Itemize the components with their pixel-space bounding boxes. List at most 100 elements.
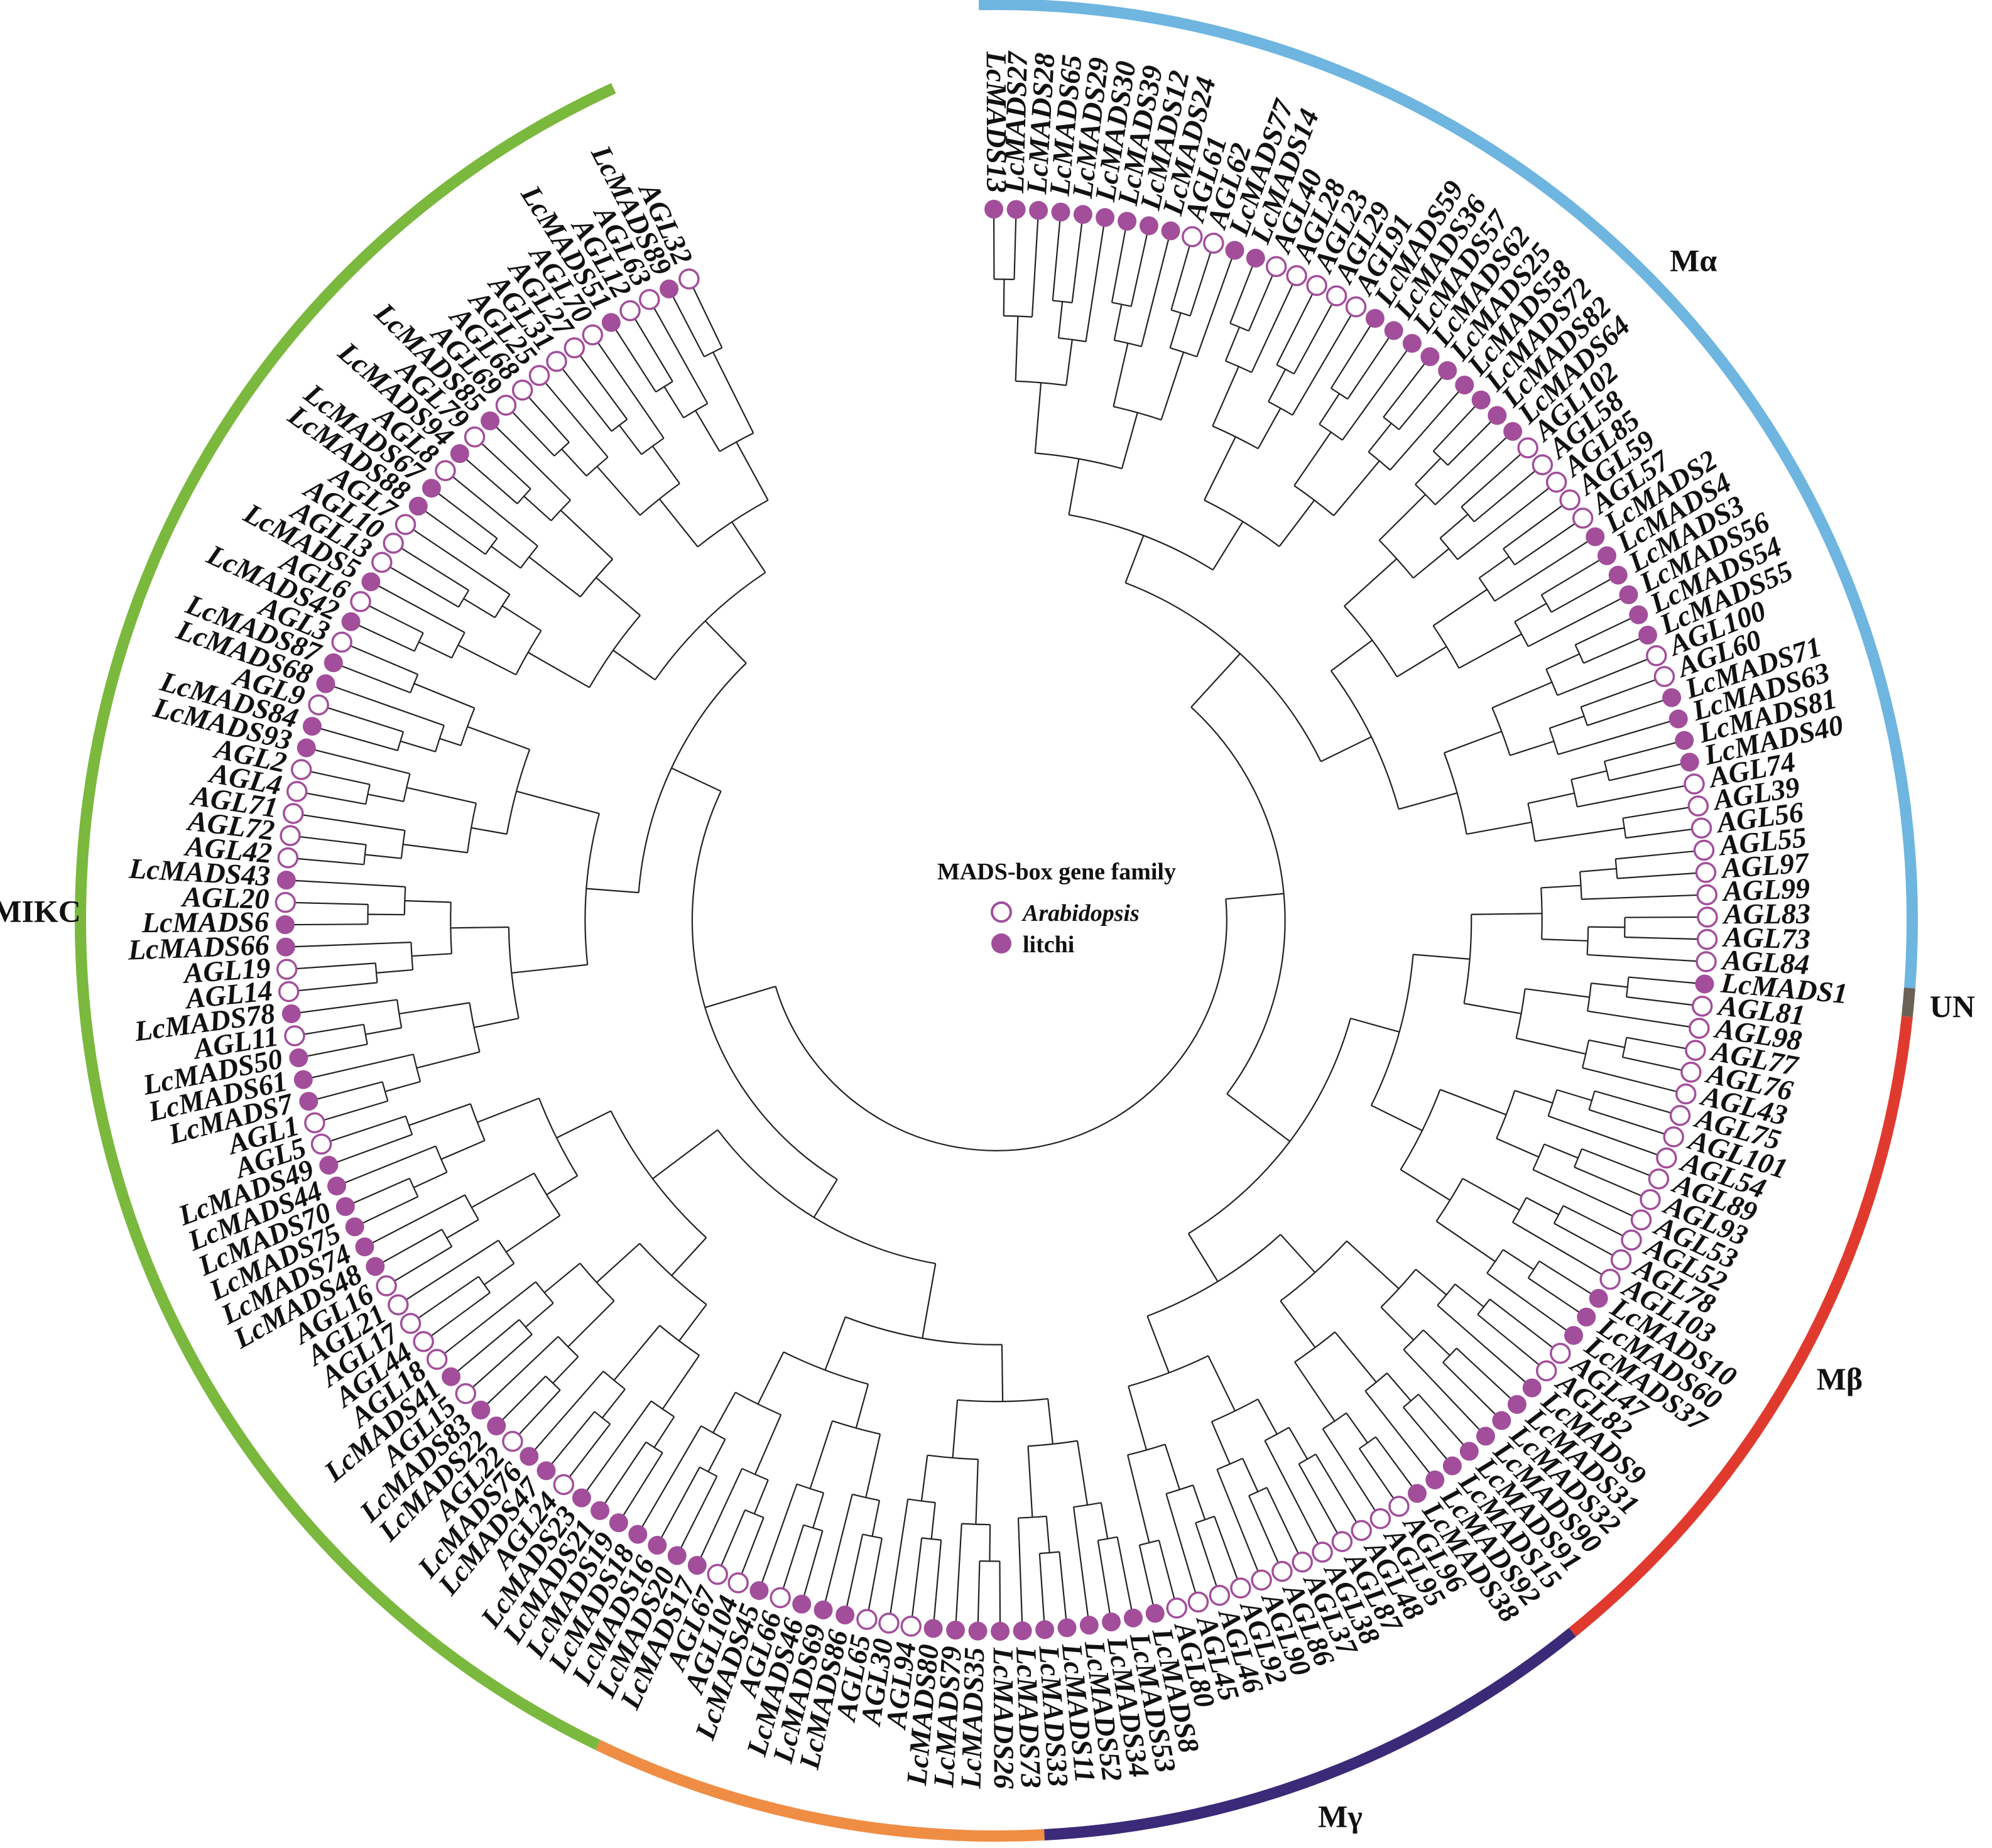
branch-radial — [399, 1002, 470, 1015]
leaf-marker — [1619, 585, 1638, 604]
branch-radial — [1626, 1036, 1687, 1050]
branch-radial — [294, 923, 368, 926]
branch-radial — [1514, 1090, 1554, 1104]
branch-radial — [1628, 976, 1696, 984]
branch-radial — [1368, 423, 1392, 453]
branch-radial — [561, 448, 587, 477]
branch-radial — [1390, 391, 1459, 470]
branch-radial — [408, 1103, 471, 1126]
branch-arc — [498, 1240, 515, 1264]
branch-radial — [440, 1139, 486, 1160]
branch-radial — [1013, 218, 1017, 280]
branch-radial — [1380, 1307, 1415, 1340]
branch-radial — [1280, 1300, 1316, 1348]
branch-radial — [741, 1517, 765, 1575]
branch-arc — [1364, 1372, 1388, 1392]
branch-radial — [567, 1300, 615, 1347]
leaf-marker — [1586, 527, 1605, 546]
branch-radial — [400, 740, 436, 753]
branch-arc — [1127, 1443, 1165, 1456]
branch-radial — [1226, 893, 1284, 900]
branch-radial — [1226, 1093, 1291, 1142]
branch-radial — [1477, 1313, 1540, 1366]
branch-radial — [1398, 377, 1443, 430]
branch-arc — [1147, 1234, 1282, 1317]
branch-radial — [1528, 792, 1575, 805]
branch-radial — [1543, 1143, 1579, 1159]
branch-radial — [653, 307, 709, 405]
leaf-marker — [678, 268, 700, 290]
branch-arc — [450, 902, 453, 954]
branch-radial — [1111, 229, 1126, 303]
branch-radial — [1276, 293, 1314, 366]
branch-arc — [585, 456, 609, 477]
branch-radial — [652, 1129, 719, 1180]
branch-radial — [1264, 1440, 1319, 1545]
leaf-marker — [1656, 1147, 1677, 1169]
leaf-label: LcMADS13 — [981, 51, 1013, 193]
branch-radial — [298, 835, 366, 845]
branch-radial — [1588, 1039, 1625, 1048]
branch-radial — [372, 1194, 465, 1244]
branch-arc — [775, 899, 1227, 1151]
leaf-marker — [1589, 1288, 1608, 1308]
clade-arc-m-gamma — [1043, 1628, 1576, 1840]
leaf-marker — [1695, 974, 1714, 994]
branch-radial — [523, 496, 552, 521]
branch-radial — [1204, 436, 1236, 501]
branch-radial — [1503, 504, 1564, 550]
leaf-marker — [1139, 216, 1158, 236]
legend-label-litchi: litchi — [1023, 932, 1074, 958]
branch-radial — [1278, 499, 1315, 547]
branch-radial — [368, 605, 424, 634]
branch-radial — [618, 425, 643, 455]
branch-arc — [1432, 625, 1460, 669]
branch-arc — [1052, 300, 1072, 303]
branch-radial — [413, 1171, 447, 1188]
branch-radial — [660, 1467, 700, 1538]
branch-arc — [1028, 1440, 1078, 1447]
branch-radial — [303, 1023, 364, 1035]
branch-radial — [1196, 258, 1233, 357]
leaf-marker — [442, 1367, 461, 1386]
branch-radial — [349, 644, 418, 675]
leaf-marker — [1306, 274, 1327, 296]
leaf-marker — [1145, 1604, 1165, 1623]
branch-radial — [955, 1523, 962, 1622]
leaf-marker — [276, 937, 295, 957]
branch-radial — [707, 1438, 726, 1472]
leaf-marker — [1051, 202, 1070, 222]
branch-radial — [596, 577, 641, 616]
leaf-marker — [1182, 226, 1203, 247]
branch-radial — [413, 683, 475, 709]
branch-radial — [1052, 220, 1061, 301]
leaf-marker — [707, 1563, 729, 1585]
branch-radial — [1591, 982, 1628, 988]
leaf-marker — [1187, 1591, 1209, 1613]
branch-radial — [406, 786, 477, 804]
leaf-marker — [1675, 1083, 1697, 1105]
branch-radial — [506, 1215, 561, 1253]
leaf-marker — [1503, 421, 1523, 441]
branch-arc — [1442, 1347, 1457, 1363]
branch-arc — [1359, 1436, 1376, 1450]
branch-radial — [1587, 699, 1664, 726]
leaf-marker — [276, 959, 298, 980]
leaf-marker — [1351, 1519, 1372, 1541]
branch-radial — [305, 792, 366, 805]
branch-radial — [1350, 1018, 1400, 1033]
leaf-marker — [345, 1217, 364, 1237]
branch-radial — [731, 521, 766, 573]
branch-radial — [1165, 1493, 1197, 1594]
leaf-marker — [1331, 1531, 1353, 1552]
branch-radial — [1293, 432, 1332, 486]
branch-radial — [1437, 1305, 1526, 1383]
branch-radial — [712, 1392, 736, 1433]
branch-radial — [1045, 1516, 1050, 1553]
branch-radial — [1415, 457, 1442, 486]
branch-arc — [467, 803, 477, 853]
leaf-marker — [1079, 1616, 1099, 1635]
leaf-marker — [1559, 489, 1581, 511]
leaf-marker — [1035, 1620, 1055, 1639]
